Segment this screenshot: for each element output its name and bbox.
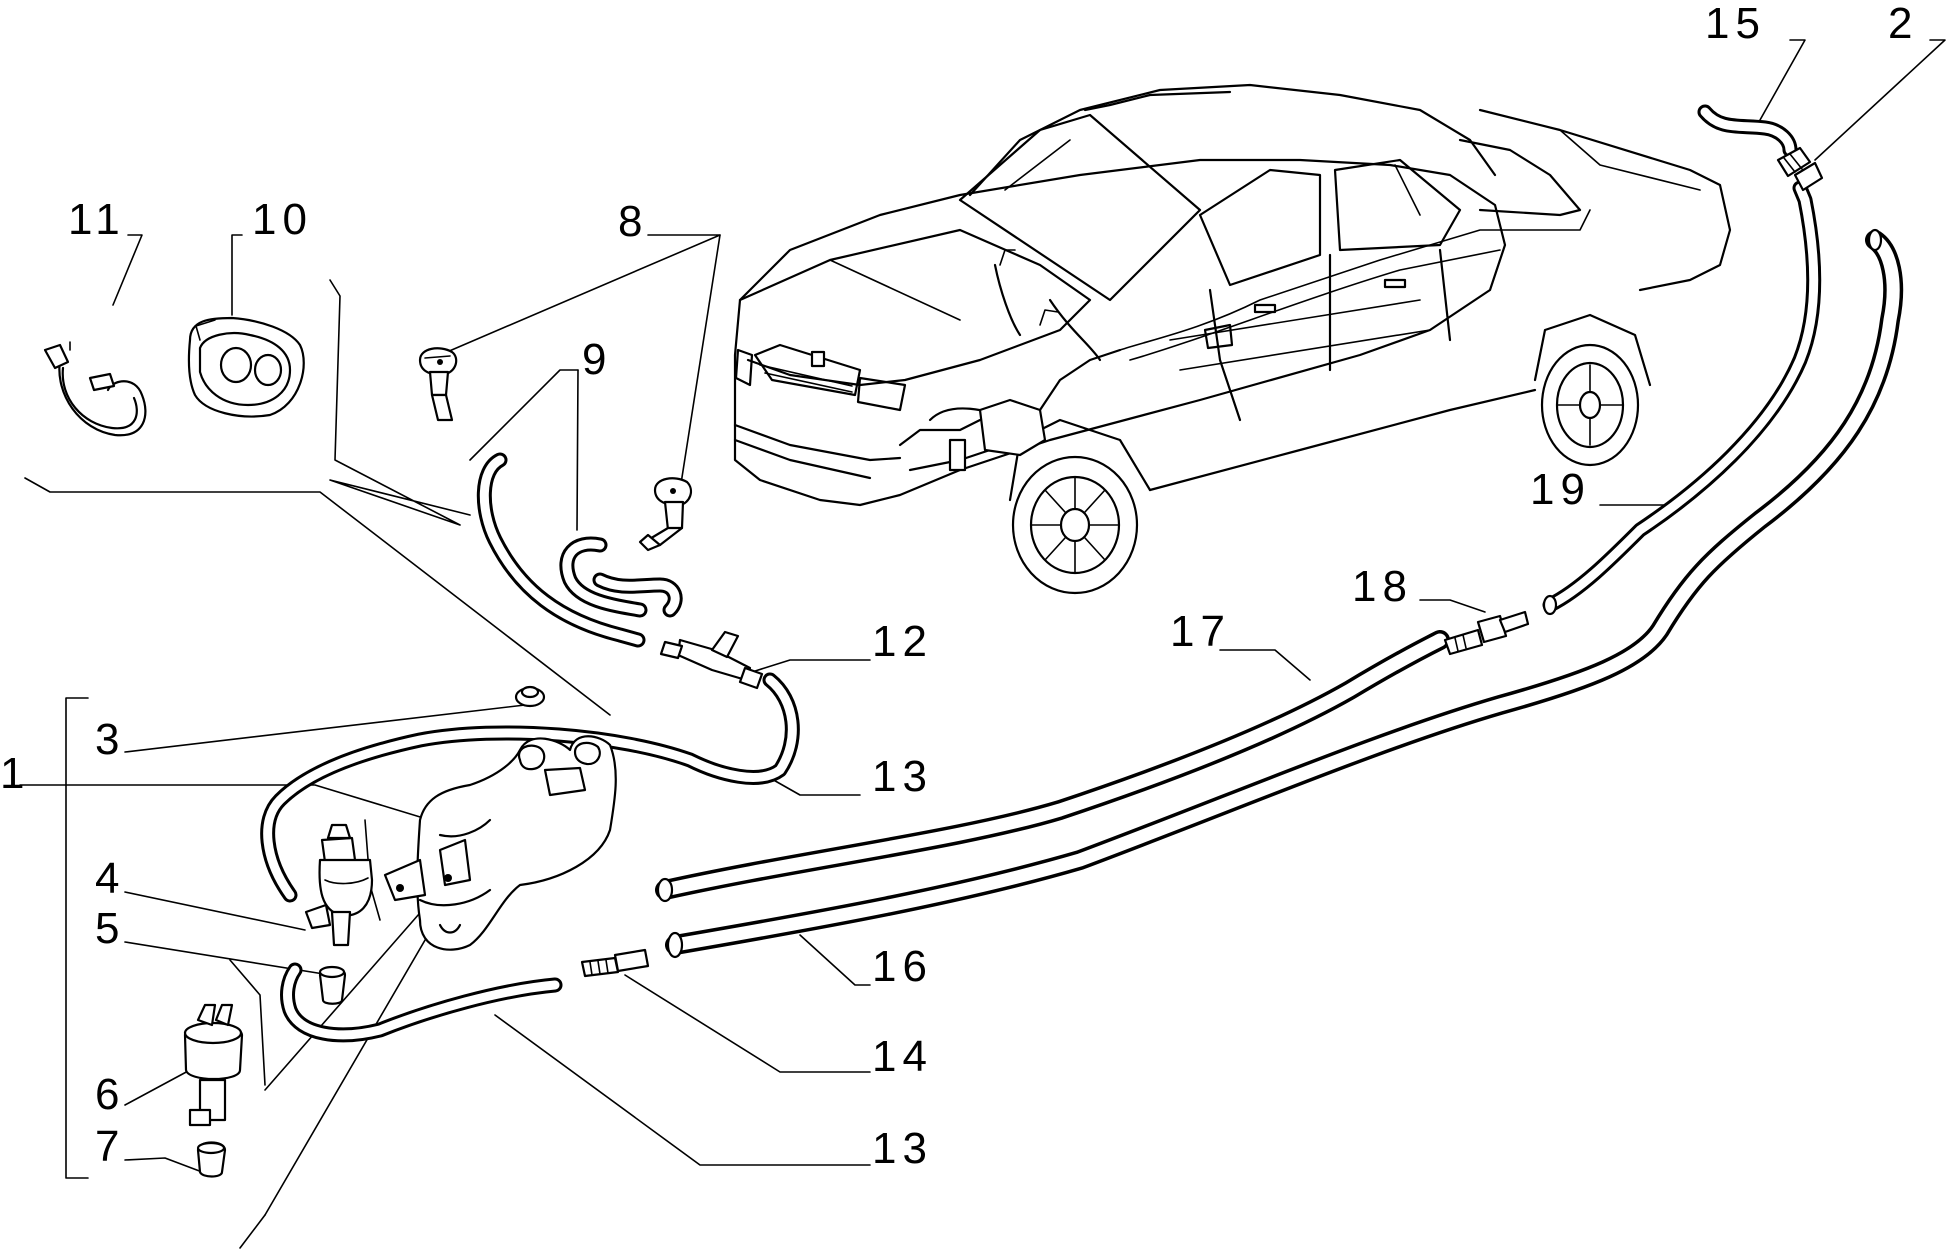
- seal-small-icon: [196, 1141, 227, 1178]
- callout-7: 7: [95, 1122, 126, 1171]
- callout-16: 16: [872, 942, 933, 991]
- washer-nozzle-icon: [418, 347, 458, 422]
- hoses: [260, 104, 1904, 1043]
- grommet-small-icon: [514, 685, 546, 708]
- callout-9: 9: [582, 335, 613, 384]
- straight-connector-icon: [580, 948, 650, 978]
- seal-ring-icon: [318, 965, 347, 1005]
- callout-13-upper: 13: [872, 752, 933, 801]
- callout-13-lower: 13: [872, 1124, 933, 1173]
- grommet-icon: [187, 316, 305, 418]
- callout-18: 18: [1352, 562, 1413, 611]
- callout-6: 6: [95, 1070, 126, 1119]
- hose-connector-icon: [1776, 146, 1824, 192]
- callout-3: 3: [95, 715, 126, 764]
- callout-4: 4: [95, 854, 126, 903]
- hose-clamp-icon: [43, 341, 147, 437]
- callout-19: 19: [1530, 465, 1591, 514]
- t-connector-icon: [659, 630, 764, 690]
- washer-pump-icon: [304, 823, 374, 947]
- hose-end-caps: [656, 228, 1883, 959]
- callout-5: 5: [95, 904, 126, 953]
- leader-lines: [19, 39, 1946, 1249]
- callout-10: 10: [252, 195, 313, 244]
- callout-15: 15: [1705, 0, 1766, 48]
- callout-8: 8: [618, 197, 649, 246]
- washer-reservoir-icon: [383, 735, 617, 951]
- callout-2: 2: [1888, 0, 1919, 48]
- callout-11: 11: [68, 195, 126, 244]
- callout-17: 17: [1170, 607, 1231, 656]
- level-sensor-icon: [183, 1003, 244, 1127]
- callout-14: 14: [872, 1032, 933, 1081]
- callout-12: 12: [872, 617, 933, 666]
- car-outline-icon: [733, 83, 1732, 595]
- callout-1: 1: [0, 749, 31, 798]
- straight-connector-icon: [1443, 610, 1530, 656]
- washer-nozzle-icon: [638, 477, 693, 552]
